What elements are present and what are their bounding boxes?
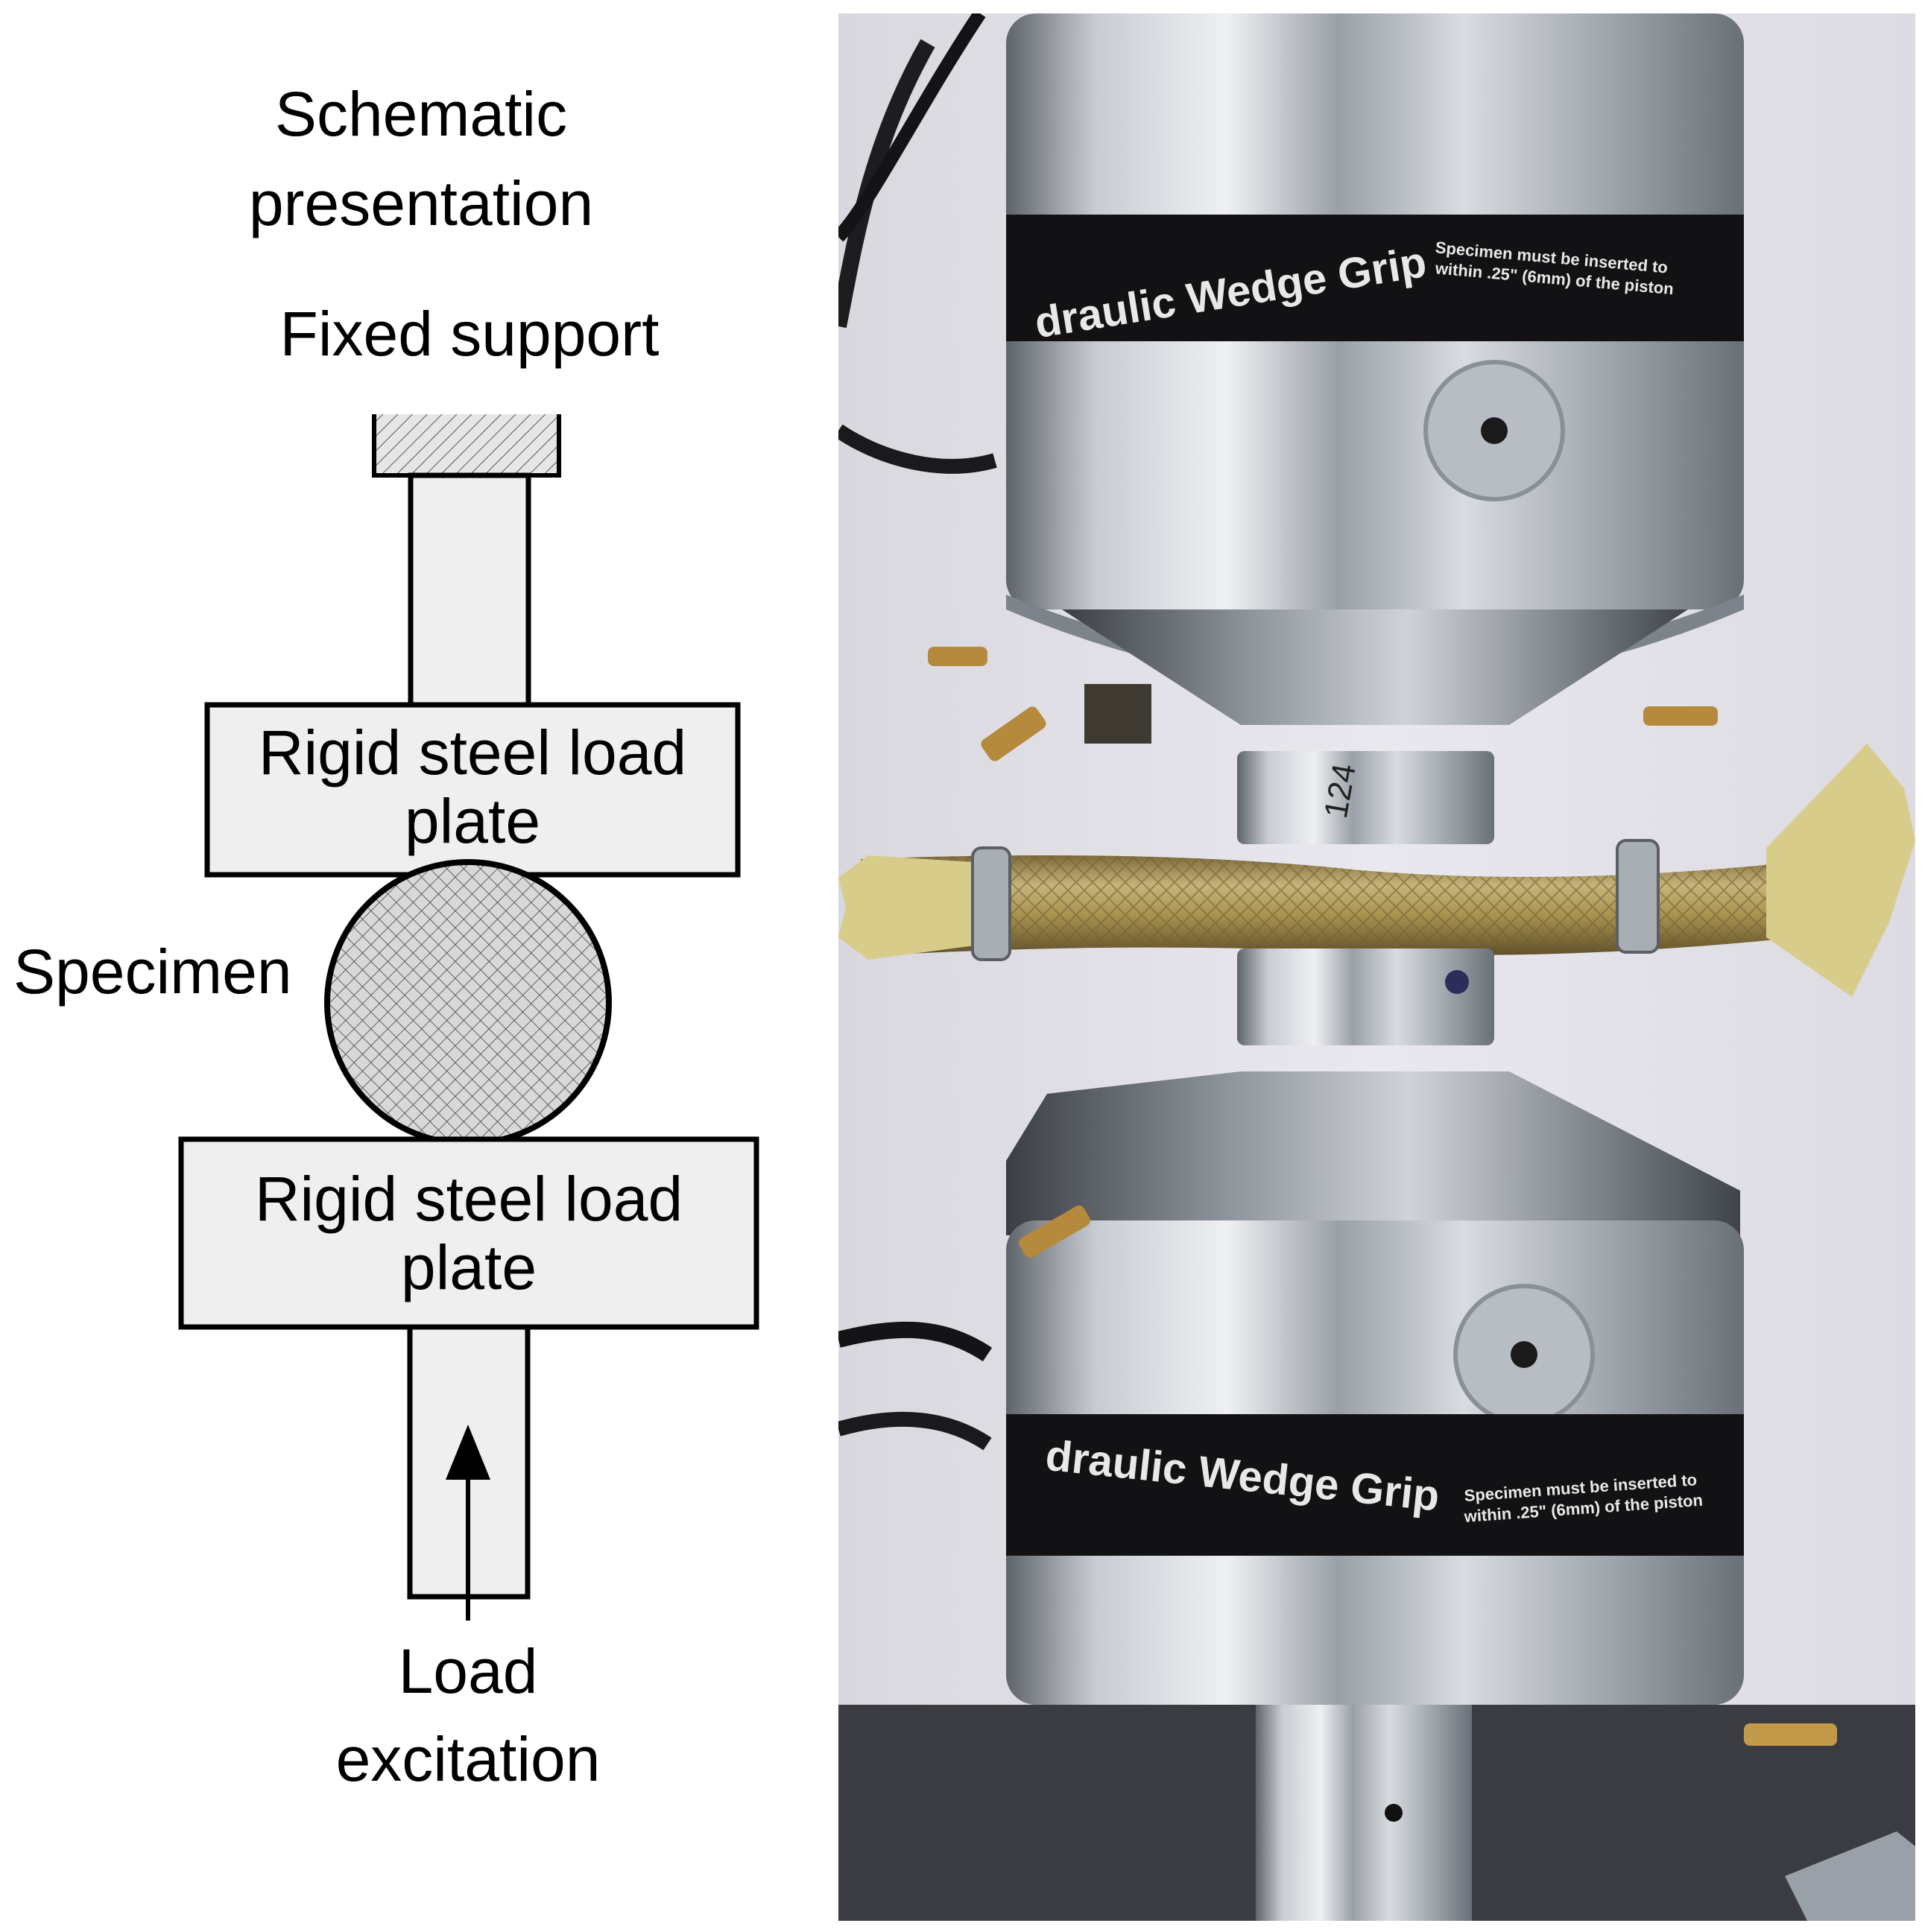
upper-grip-cone	[1062, 609, 1688, 725]
fixed-support-block	[374, 414, 559, 475]
fixed-support-label: Fixed support	[279, 299, 660, 369]
schematic-title-line1: Schematic	[274, 79, 568, 149]
lower-grip-band	[1006, 1414, 1744, 1556]
load-label-line1: Load	[398, 1636, 538, 1706]
test-rig-photo: draulic Wedge Grip Specimen must be inse…	[838, 13, 1915, 1921]
frayed-end-right	[1766, 744, 1915, 997]
schematic-diagram	[178, 414, 759, 1621]
specimen-circle	[324, 859, 612, 1147]
lower-piston	[1256, 1705, 1472, 1921]
lower-load-plate	[178, 1136, 759, 1330]
upper-spacer	[1237, 751, 1494, 844]
upper-rod	[408, 472, 531, 708]
load-label-line2: excitation	[335, 1724, 601, 1794]
specimen-label: Specimen	[13, 937, 292, 1007]
lower-plate-label: Rigid steel load plate	[254, 1164, 683, 1302]
upper-plate-label: Rigid steel load plate	[258, 718, 687, 856]
load-arrow-head	[446, 1425, 490, 1480]
hose-clamp-right	[1616, 839, 1660, 954]
lower-grip-cone	[1006, 1071, 1740, 1235]
schematic-title-line2: presentation	[248, 168, 594, 238]
upper-grip-band	[1006, 215, 1744, 341]
hose-clamp-left	[971, 846, 1011, 961]
lower-spacer	[1237, 948, 1494, 1045]
frayed-end-left	[838, 855, 984, 960]
